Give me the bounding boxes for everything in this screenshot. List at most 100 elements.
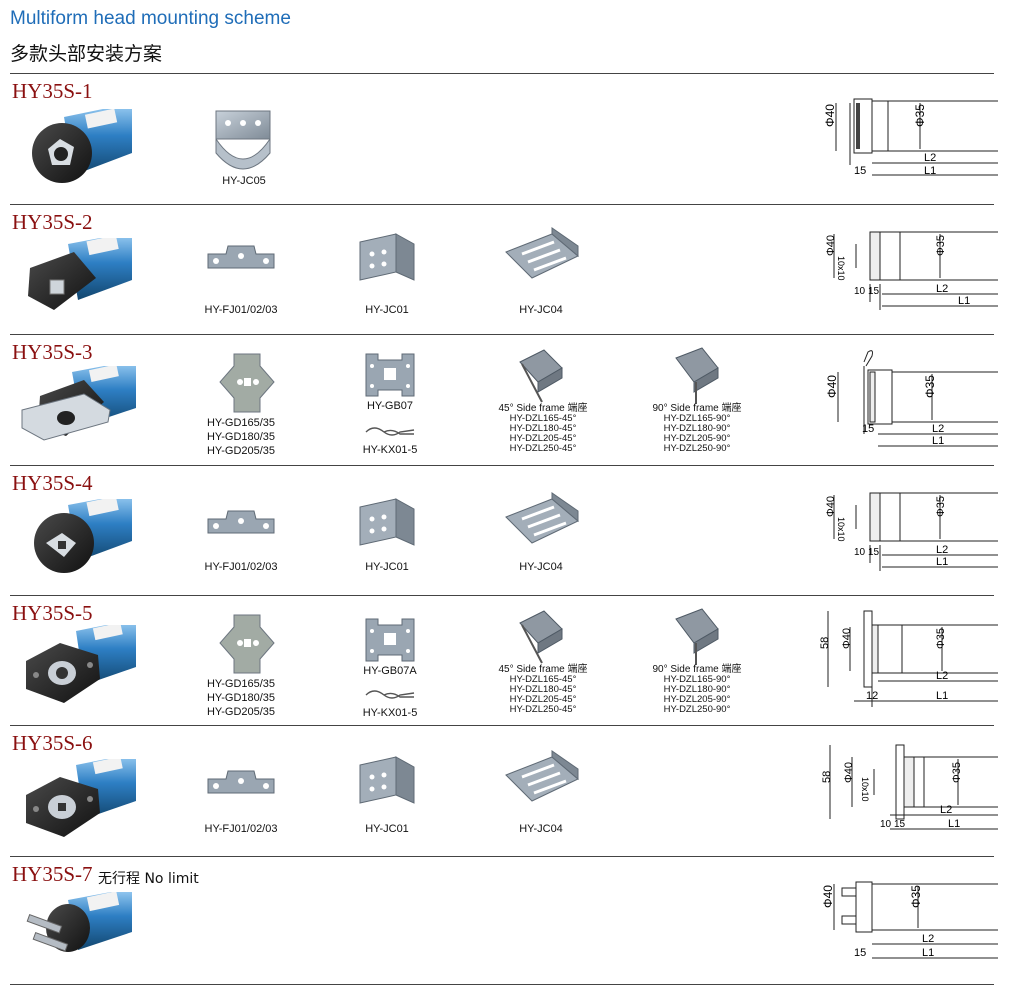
dimension-drawing: Φ40 Φ35 L2 L1 15: [821, 881, 998, 959]
bracket-hy-fj01-image: [207, 510, 275, 534]
model-name: HY35S-6: [12, 731, 93, 755]
dim-flange-size: 58: [819, 637, 831, 649]
part-label: HY-FJ01/02/03: [204, 304, 278, 316]
part-label: HY-DZL165-45°: [509, 413, 577, 424]
motor-head-image: [34, 499, 132, 573]
dim-square-drive: 10x10: [860, 777, 870, 802]
page-title-cn: 多款头部安装方案: [10, 43, 163, 65]
dim-inner-diameter: Φ35: [935, 628, 947, 649]
part-label: HY-DZL205-90°: [663, 433, 731, 444]
dim-inner-diameter: Φ35: [935, 496, 947, 517]
bracket-hy-gd-image: [219, 614, 275, 674]
part-label: HY-DZL250-45°: [509, 443, 577, 454]
dim-outer-diameter: Φ40: [841, 628, 853, 649]
dim-outer-diameter: Φ40: [825, 375, 839, 398]
model-note: 无行程 No limit: [98, 871, 199, 887]
clip-hy-kx01-image: [365, 690, 415, 699]
side-frame-45-image: [519, 610, 563, 664]
dimension-drawing: Φ40 Φ35 L2 L1 15: [823, 98, 998, 177]
side-frame-90-image: [675, 608, 719, 665]
dim-l2: L2: [932, 423, 944, 435]
model-name: HY35S-1: [12, 79, 93, 103]
row-hy35s-2: HY35S-2 HY-FJ01/02/03 HY-JC01 HY-JC04 Φ4…: [0, 204, 1009, 336]
bracket-hy-jc01-image: [359, 233, 415, 281]
part-label: HY-JC01: [365, 823, 409, 835]
row-hy35s-6: HY35S-6 HY-FJ01/02/03 HY-JC01 HY-JC04 58…: [0, 725, 1009, 857]
motor-head-image: [26, 625, 136, 703]
part-label: HY-JC04: [519, 304, 563, 316]
row-divider: [10, 204, 994, 205]
part-label: HY-DZL180-90°: [663, 423, 731, 434]
row-hy35s-7: HY35S-7 无行程 No limit Φ40 Φ35 L2 L1 15: [0, 856, 1009, 986]
bracket-hy-fj01-image: [207, 770, 275, 794]
dimension-drawing: 58 Φ40 Φ35 L2 12 L1: [819, 610, 998, 707]
dim-l1: L1: [936, 556, 948, 568]
motor-head-image: [26, 759, 136, 837]
side-frame-45-image: [519, 349, 563, 403]
part-label-list: 90° Side frame 端座 HY-DZL165-90° HY-DZL18…: [642, 665, 752, 715]
dim-l2: L2: [936, 670, 948, 682]
dim-head-length: 15: [862, 423, 874, 435]
dim-l1: L1: [922, 947, 934, 959]
dim-inner-diameter: Φ35: [913, 104, 927, 127]
part-label: HY-FJ01/02/03: [204, 823, 278, 835]
part-heading: 90° Side frame 端座: [652, 664, 742, 675]
dim-head-length: 15: [868, 286, 880, 297]
dim-outer-diameter: Φ40: [823, 104, 837, 127]
row-divider: [10, 595, 994, 596]
dim-l1: L1: [924, 165, 936, 177]
row-hy35s-3: HY35S-3 HY-GD165/35 HY-GD180/35 HY-GD205…: [0, 334, 1009, 466]
part-label: HY-DZL250-90°: [663, 443, 731, 454]
part-label: HY-DZL250-45°: [509, 704, 577, 715]
motor-head-image: [28, 238, 132, 310]
part-label: HY-JC04: [519, 561, 563, 573]
row-divider: [10, 465, 994, 466]
dim-l1: L1: [958, 295, 970, 307]
part-label: HY-KX01-5: [362, 444, 418, 456]
dim-square-length: 10: [854, 547, 866, 558]
part-label: HY-GD165/35: [206, 678, 276, 690]
bottom-divider: [10, 984, 994, 985]
dim-inner-diameter: Φ35: [909, 885, 923, 908]
part-label: HY-GD205/35: [206, 706, 276, 718]
part-label: HY-DZL205-90°: [663, 694, 731, 705]
dim-flange-size: 58: [821, 771, 833, 783]
row-hy35s-1: HY35S-1 HY-JC05 Φ40 Φ35 L2 L1 15: [0, 73, 1009, 205]
dimension-drawing: Φ40 10x10 Φ35 10 15 L2 L1: [825, 492, 998, 571]
part-heading: 90° Side frame 端座: [652, 403, 742, 414]
part-label-list: 90° Side frame 端座 HY-DZL165-90° HY-DZL18…: [642, 404, 752, 454]
part-label: HY-DZL180-90°: [663, 684, 731, 695]
dim-outer-diameter: Φ40: [843, 762, 855, 783]
dim-inner-diameter: Φ35: [935, 235, 947, 256]
dim-l2: L2: [924, 152, 936, 164]
part-heading: 45° Side frame 端座: [498, 664, 588, 675]
part-label-list: HY-GD165/35 HY-GD180/35 HY-GD205/35: [196, 416, 286, 458]
dimension-drawing: Φ40 10x10 Φ35 10 15 L2 L1: [825, 231, 998, 310]
part-label: HY-FJ01/02/03: [204, 561, 278, 573]
part-label: HY-DZL165-45°: [509, 674, 577, 685]
part-label: HY-DZL250-90°: [663, 704, 731, 715]
bracket-hy-jc04-image: [505, 227, 579, 279]
part-label-list: 45° Side frame 端座 HY-DZL165-45° HY-DZL18…: [488, 665, 598, 715]
dim-l2: L2: [936, 283, 948, 295]
part-label: HY-DZL205-45°: [509, 433, 577, 444]
part-label-list: 45° Side frame 端座 HY-DZL165-45° HY-DZL18…: [488, 404, 598, 454]
part-label: HY-JC05: [222, 175, 266, 187]
dim-square-drive: 10x10: [836, 256, 846, 281]
part-label: HY-DZL180-45°: [509, 423, 577, 434]
bracket-hy-gb07a-image: [365, 618, 415, 662]
dim-head-length: 15: [894, 819, 906, 830]
part-label: HY-GD180/35: [206, 692, 276, 704]
part-label: HY-JC04: [519, 823, 563, 835]
dim-l1: L1: [948, 818, 960, 830]
motor-head-image: [26, 892, 132, 952]
dim-head-length: 15: [868, 547, 880, 558]
dim-square-length: 10: [854, 286, 866, 297]
part-label: HY-JC01: [365, 304, 409, 316]
part-label: HY-GB07: [366, 400, 414, 412]
dim-head-length: 15: [854, 947, 866, 959]
dim-l2: L2: [922, 933, 934, 945]
model-name: HY35S-2: [12, 210, 93, 234]
bracket-hy-jc04-image: [505, 492, 579, 544]
side-frame-90-image: [675, 347, 719, 404]
